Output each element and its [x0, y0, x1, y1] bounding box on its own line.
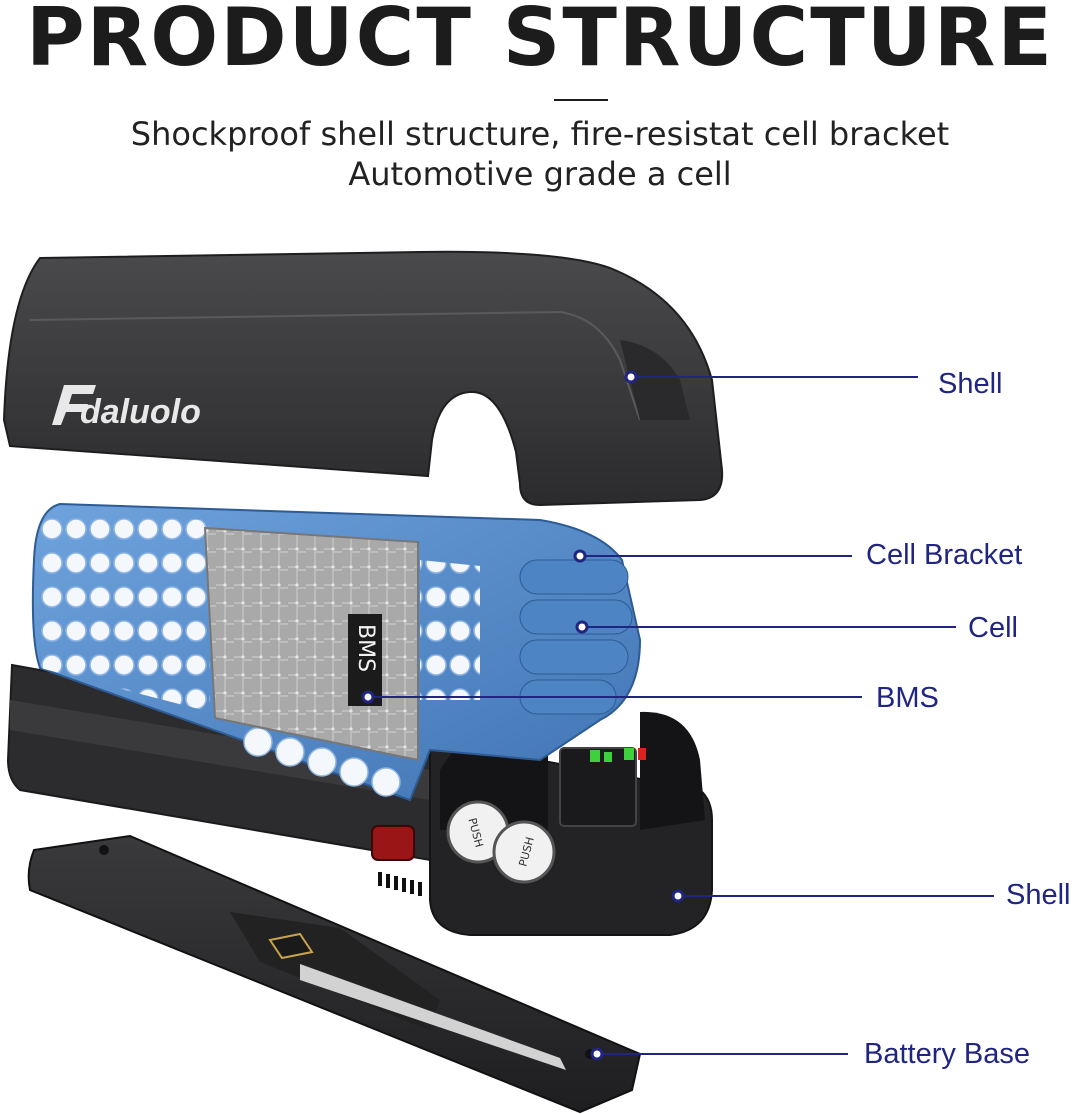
- callout-label-bms: BMS: [876, 682, 939, 714]
- svg-text:daluolo: daluolo: [80, 393, 201, 431]
- callout-label-cell: Cell: [968, 612, 1018, 644]
- title-divider: [554, 99, 608, 101]
- subtitle-line-1: Shockproof shell structure, fire-resista…: [130, 115, 950, 153]
- callout-label-cell-bracket: Cell Bracket: [866, 539, 1023, 571]
- callout-label-shell-bottom: Shell: [1006, 879, 1071, 911]
- cell-row: [243, 727, 401, 797]
- push-buttons: PUSH PUSH: [446, 800, 556, 884]
- brand-logo: daluolo: [52, 385, 201, 431]
- top-shell: daluolo: [2, 250, 724, 507]
- bms-chip-label: BMS: [353, 624, 378, 672]
- cell: [519, 559, 633, 715]
- callout-leaders: [368, 376, 994, 1055]
- callout-dots: [361, 370, 685, 1061]
- callout-label-shell-top: Shell: [938, 368, 1003, 400]
- subtitle-line-2: Automotive grade a cell: [348, 155, 732, 193]
- callout-label-battery-base: Battery Base: [864, 1038, 1031, 1070]
- battery-base: [27, 834, 642, 1114]
- page-title: PRODUCT STRUCTURE: [26, 0, 1054, 84]
- connector-block: [559, 747, 646, 827]
